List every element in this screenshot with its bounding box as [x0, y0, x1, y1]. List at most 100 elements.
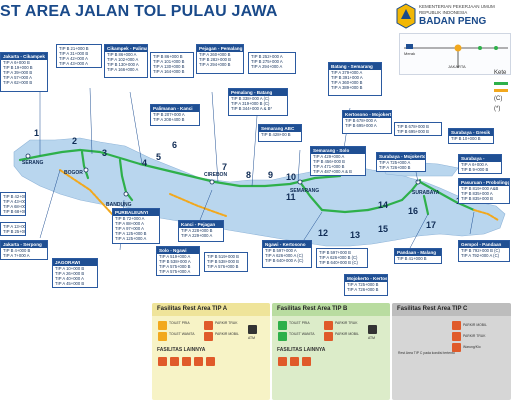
toilet-male-icon [278, 321, 287, 330]
box-row: TIP A 101+000 B [153, 59, 185, 64]
box-row: TIP A 575+000 B [159, 264, 191, 269]
legend-item-star: (*) [494, 106, 501, 112]
box-title: Cikampek - Palimanan [105, 45, 148, 52]
box-row: TIP A 68+000 A [3, 204, 26, 209]
tip-a-facilities-panel: Fasilitas Rest Area TIP A TOILET PRIA TO… [152, 303, 270, 400]
box-row: TIP B 519+000 B [207, 254, 239, 259]
segment-number-1: 1 [34, 128, 40, 138]
box-row: TIP B 86+000 A [107, 52, 137, 57]
box-row: TIP A 125+000 A [115, 236, 147, 241]
box-row: TIP B 640+000 B (C) [319, 260, 358, 265]
icon-label: Warung/Kio [463, 345, 481, 349]
box-row: TIP A 42+000 A [59, 56, 88, 61]
toll-jakarta-merak [18, 148, 82, 162]
legend-title: Kete [494, 70, 507, 76]
box-row: TIP A 208+400 B [153, 117, 185, 122]
box-row: TIP A 43+000 A [3, 199, 26, 204]
route-label-merak: Merak [404, 51, 416, 56]
box-title: Pejagan - Pemalang [197, 45, 243, 52]
box-title: Pemalang - Batang [229, 89, 287, 96]
tip-b-other-title: FASILITAS LAINNYA [277, 347, 326, 353]
tip-a-title: Fasilitas Rest Area TIP A [152, 303, 270, 316]
rest-area-box-gempol-pandaan: Gempol - Pandaan TIP B 792+000 B (C) TIP… [458, 240, 510, 262]
box-title: Gempol - Pandaan [459, 241, 509, 248]
agency-name: BADAN PENG [419, 16, 487, 27]
legend-swatch-operating [494, 82, 508, 85]
segment-number-4: 4 [142, 158, 148, 168]
toll-construction-c [473, 209, 499, 221]
box-row: TIP A 294+000 B [199, 62, 231, 67]
box-row: TIP B 42+000 A [3, 194, 25, 199]
box-row: TIP A 125+000 B [115, 231, 147, 236]
shop-icon [302, 357, 311, 366]
box-row: TIP A 379+000 A [331, 70, 363, 75]
box-row: TIP A 7+000 A [3, 253, 30, 258]
toilet-male-icon [158, 321, 167, 330]
box-row: TIP A 626+000 B (C) [319, 255, 358, 260]
toll-pandaan-malang [422, 194, 430, 216]
box-row: TIP B 275+000 A [251, 59, 283, 64]
box-row: TIP A 228+000 B [181, 228, 213, 233]
box-row: TIP A 6+000 B [3, 60, 30, 65]
box-title: Ngawi - Kertosono [263, 241, 311, 248]
box-row: TIP A 294+000 A [251, 64, 283, 69]
segment-number-2: 2 [72, 136, 78, 146]
rest-area-box-kertosono-mojokerto: Kertosono - Mojokerto TIP B 678+000 A TI… [342, 110, 392, 134]
tip-b-panel-bg [272, 303, 390, 400]
segment-number-13: 13 [350, 230, 361, 240]
rest-area-box-pemalang-batang: Pemalang - Batang TIP B 338+000 A (C) TI… [228, 88, 288, 116]
box-row: TIP A 429+000 A [313, 154, 345, 159]
box-row: TIP A 319+000 B (C) [231, 101, 270, 106]
box-title: Pandaan - Malang [395, 249, 441, 256]
segment-number-5: 5 [156, 152, 162, 162]
box-row: TIP B 597+000 A [265, 248, 297, 253]
rest-area-box-ngawi-kertosono-b: TIP B 597+000 B TIP A 626+000 B (C) TIP … [316, 248, 368, 268]
box-row: TIP B 10+000 B [451, 136, 481, 141]
box-row: TIP A 626+000 A (C) [265, 253, 303, 258]
box-title: Jakarta - Cikampek [1, 53, 47, 60]
box-title: Semarang - Solo [311, 147, 365, 154]
box-row: TIP B 21+000 B [59, 46, 89, 51]
city-label-bogor: BOGOR [64, 170, 83, 176]
box-title: JAGORAWI [53, 259, 97, 266]
segment-number-17: 17 [426, 220, 437, 230]
box-row: TIP A 130+000 B [153, 64, 185, 69]
restaurant-icon [278, 357, 287, 366]
route-mini-map-graphic [404, 44, 508, 68]
city-label-semarang: SEMARANG [290, 188, 320, 194]
box-title: Jakarta - Serpong [1, 241, 47, 248]
box-row: TIP B 695+000 A [345, 123, 377, 128]
rest-area-box-jakarta-cikampek: Jakarta - Cikampek TIP A 6+000 B TIP B 1… [0, 52, 48, 92]
toilet-female-icon [158, 332, 167, 341]
box-row: TIP A 726+000 B [347, 287, 379, 292]
box-row: TIP B 456+000 B [313, 159, 345, 164]
rest-area-box-pasuruan-probolinggo: Pasuruan - Probolinggo TIP B 819+000 A&B… [458, 178, 510, 204]
tip-c-facilities-panel: Fasilitas Rest Area TIP C PARKIR MOBIL P… [392, 303, 511, 400]
rest-area-box-ngawi-kertosono: Ngawi - Kertosono TIP B 597+000 A TIP A … [262, 240, 312, 268]
icon-label: PARKIR TRUK [463, 334, 486, 338]
box-row: TIP A 726+000 B [379, 165, 411, 170]
mosque-icon [170, 357, 179, 366]
toilet-female-icon [278, 332, 287, 341]
city-label-surabaya: SURABAYA [412, 190, 440, 196]
toll-construction-a [59, 169, 113, 215]
ministry-header: KEMENTERIAN PEKERJAAN UMUM REPUBLIK INDO… [396, 2, 511, 32]
toll-construction-b [169, 193, 227, 217]
segment-number-12: 12 [318, 228, 329, 238]
box-row: TIP B 835+000 A [461, 191, 493, 196]
city-label-serang: SERANG [22, 160, 44, 166]
tip-c-note: Rest Area TIP C pada kondisi tertentu [398, 351, 455, 355]
toll-semarang-solo [298, 180, 324, 212]
rest-area-box-serpong: Jakarta - Serpong TIP B 4+000 B TIP A 7+… [0, 240, 48, 260]
rest-area-box-jagorawi: JAGORAWI TIP A 10+000 B TIP A 26+000 B T… [52, 258, 98, 288]
icon-label: PARKIR TRUK [335, 321, 358, 325]
car-parking-icon [204, 332, 213, 341]
tip-c-panel-bg [392, 303, 511, 400]
icon-label: ATM [248, 336, 255, 340]
ministry-line-1: KEMENTERIAN PEKERJAAN UMUM [419, 4, 495, 9]
icon-label: PARKIR MOBIL [335, 332, 359, 336]
icon-label: PARKIR MOBIL [463, 323, 487, 327]
atm-icon [368, 325, 377, 334]
toll-solo-ngawi [320, 208, 370, 214]
box-row: TIP A 102+000 A [107, 57, 139, 62]
